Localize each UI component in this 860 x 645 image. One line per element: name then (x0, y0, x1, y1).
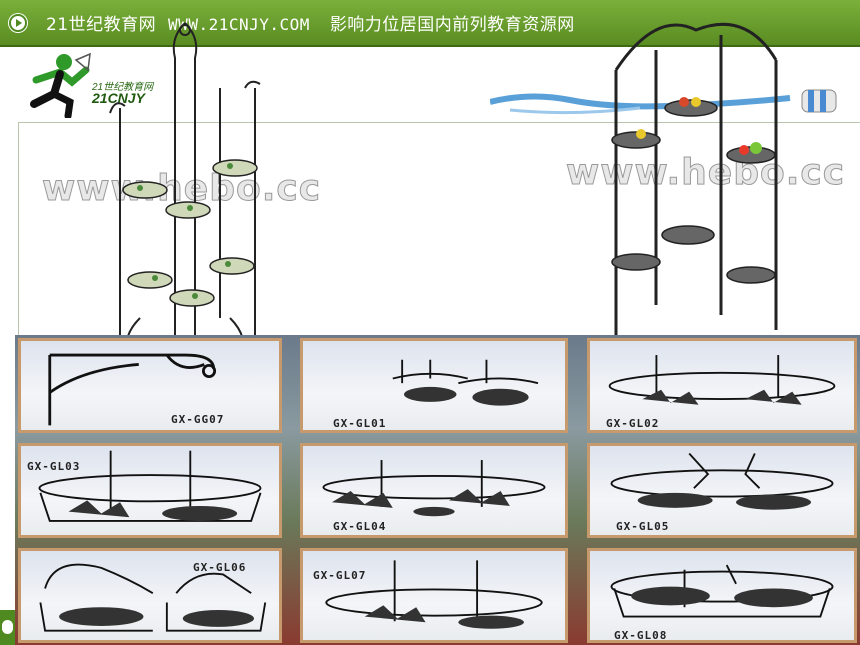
product-code: GX-GL03 (27, 460, 81, 473)
product-card[interactable]: GX-GL03 (18, 443, 282, 538)
product-card[interactable]: GX-GL04 (300, 443, 568, 538)
logo-line2: 21CNJY (92, 90, 145, 106)
nav-icon (2, 620, 13, 634)
product-code: GX-GL05 (616, 520, 670, 533)
site-slogan: 影响力位居国内前列教育资源网 (329, 15, 575, 35)
product-code: GX-GL08 (614, 629, 668, 642)
product-code: GX-GL06 (193, 561, 247, 574)
product-code: GX-GG07 (171, 413, 225, 426)
watermark-right: www.hebo.cc (565, 152, 846, 194)
product-card[interactable]: GX-GL01 (300, 338, 568, 433)
basket-stand-image-right (611, 22, 778, 335)
product-card[interactable]: GX-GL02 (587, 338, 857, 433)
product-card[interactable]: GX-GL08 (587, 548, 857, 643)
nav-control[interactable] (0, 610, 15, 645)
plant-stand-image-left (109, 22, 261, 359)
wave-icon (490, 89, 837, 115)
product-code: GX-GL02 (606, 417, 660, 430)
site-logo[interactable]: 21世纪教育网 21CNJY (24, 50, 174, 120)
product-code: GX-GL04 (333, 520, 387, 533)
product-card[interactable]: GX-GL06 (18, 548, 282, 643)
product-code: GX-GL07 (313, 569, 367, 582)
logo-line1: 21世纪教育网 (92, 82, 154, 93)
header-title: 21世纪教育网 WWW.21CNJY.COM 影响力位居国内前列教育资源网 (46, 10, 575, 35)
site-url[interactable]: WWW.21CNJY.COM (168, 15, 310, 34)
product-card[interactable]: GX-GL07 (300, 548, 568, 643)
site-name: 21世纪教育网 (46, 15, 157, 35)
product-grid: GX-GG07 GX-GL01 GX-GL02 GX-GL03 GX-GL04 … (15, 335, 860, 645)
product-card[interactable]: GX-GG07 (18, 338, 282, 433)
product-code: GX-GL01 (333, 417, 387, 430)
product-card[interactable]: GX-GL05 (587, 443, 857, 538)
runner-logo-icon (30, 52, 91, 120)
play-icon[interactable] (8, 12, 28, 33)
